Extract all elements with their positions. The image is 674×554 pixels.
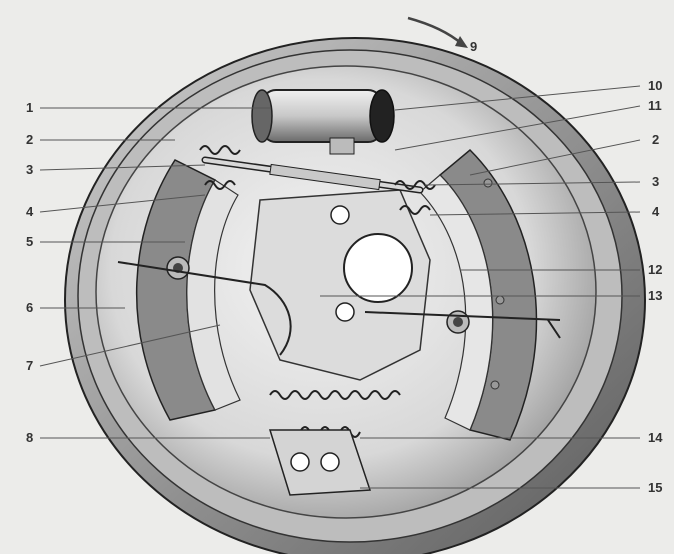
- rotation-arrow: [407, 16, 468, 48]
- callout-right-11: 11: [648, 98, 662, 113]
- callout-left-8: 8: [26, 430, 34, 445]
- callout-rotation-9: 9: [470, 39, 478, 54]
- center-plate: [249, 189, 431, 381]
- callout-left-4: 4: [26, 204, 34, 219]
- callout-left-1: 1: [26, 100, 34, 115]
- callout-right-3: 3: [652, 174, 660, 189]
- callout-left-2: 2: [26, 132, 34, 147]
- callout-right-4: 4: [652, 204, 660, 219]
- callout-right-14: 14: [648, 430, 663, 445]
- brake-shoe-right: [419, 148, 538, 441]
- adjuster-strut: [201, 156, 424, 194]
- upper-springs: [199, 145, 436, 215]
- callout-left-5: 5: [26, 234, 34, 249]
- callout-left-6: 6: [26, 300, 34, 315]
- leader-lines: [39, 85, 641, 489]
- brake-shoe-left: [135, 159, 241, 421]
- callout-right-13: 13: [648, 288, 663, 303]
- callout-right-15: 15: [648, 480, 663, 495]
- callout-right-12: 12: [648, 262, 663, 277]
- callout-left-3: 3: [26, 162, 34, 177]
- callout-left-7: 7: [26, 358, 34, 373]
- handbrake-cable: [117, 261, 561, 356]
- anchor-plate: [268, 429, 372, 496]
- wheel-cylinder: [251, 89, 395, 155]
- callout-right-10: 10: [648, 78, 663, 93]
- callout-right-2: 2: [652, 132, 660, 147]
